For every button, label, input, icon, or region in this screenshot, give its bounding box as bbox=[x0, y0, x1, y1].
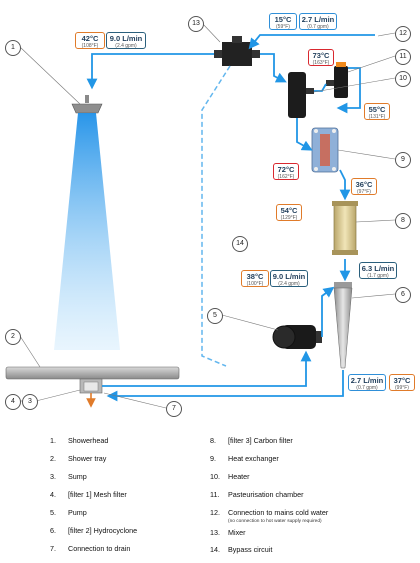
legend-item-13: 13.Mixer bbox=[210, 528, 246, 537]
callout-6: 6 bbox=[395, 287, 411, 303]
hx-cold-temp-badge: 54°C (129°F) bbox=[276, 204, 302, 221]
drain-flow-badge: 2.7 L/min (0.7 gpm) bbox=[348, 374, 386, 391]
callout-13: 13 bbox=[188, 16, 204, 32]
showerhead-flow-badge: 9.0 L/min (2.4 gpm) bbox=[106, 32, 146, 49]
mains-temp-f: (59°F) bbox=[276, 23, 290, 30]
pump-temp-value: 38°C bbox=[246, 272, 264, 281]
callout-3: 3 bbox=[22, 394, 38, 410]
drain-temp-badge: 37°C (99°F) bbox=[389, 374, 415, 391]
carbon-flow-value: 6.3 L/min bbox=[361, 264, 395, 273]
legend-item-3: 3.Sump bbox=[50, 472, 87, 481]
showerhead-flow-value: 9.0 L/min bbox=[109, 34, 143, 43]
legend-item-14: 14.Bypass circuit bbox=[210, 545, 273, 554]
legend-item-1: 1.Showerhead bbox=[50, 436, 109, 445]
pump-temp-badge: 38°C (100°F) bbox=[241, 270, 269, 287]
callout-5: 5 bbox=[207, 308, 223, 324]
hx-cold-temp-value: 54°C bbox=[280, 206, 298, 215]
water-spray bbox=[54, 113, 120, 350]
callout-8: 8 bbox=[395, 213, 411, 229]
pump-flow-value: 9.0 L/min bbox=[272, 272, 306, 281]
mains-temp-value: 15°C bbox=[274, 15, 292, 24]
showerhead-temp-badge: 42°C (108°F) bbox=[75, 32, 105, 49]
legend-item-8: 8.[filter 3] Carbon filter bbox=[210, 436, 293, 445]
legend-item-9: 9.Heat exchanger bbox=[210, 454, 279, 463]
carbon-filter bbox=[332, 201, 358, 255]
showerhead bbox=[71, 95, 103, 114]
mains-flow-badge: 2.7 L/min (0.7 gpm) bbox=[299, 13, 337, 30]
carbon-temp-value: 36°C bbox=[355, 180, 373, 189]
mains-flow-value: 2.7 L/min bbox=[301, 15, 335, 24]
drain-flow-value: 2.7 L/min bbox=[350, 376, 384, 385]
legend-item-7: 7.Connection to drain bbox=[50, 544, 131, 553]
hx-in-temp-value: 72°C bbox=[277, 165, 295, 174]
hx-out-temp-f: (131°F) bbox=[368, 113, 386, 120]
hx-out-temp-value: 55°C bbox=[368, 105, 386, 114]
pump-flow-gpm: (2.4 gpm) bbox=[278, 280, 300, 287]
drain-temp-value: 37°C bbox=[393, 376, 411, 385]
bypass-circuit-line bbox=[201, 65, 231, 367]
hx-out-temp-badge: 55°C (131°F) bbox=[364, 103, 390, 120]
pasteur-temp-f: (163°F) bbox=[312, 59, 330, 66]
hydrocyclone bbox=[333, 282, 353, 369]
pump-flow-badge: 9.0 L/min (2.4 gpm) bbox=[270, 270, 308, 287]
legend-note: (no connection to hot water supply requi… bbox=[228, 519, 322, 524]
drain-temp-f: (99°F) bbox=[395, 384, 409, 391]
callout-4: 4 bbox=[5, 394, 21, 410]
showerhead-flow-gpm: (2.4 gpm) bbox=[115, 42, 137, 49]
legend-item-6: 6.[filter 2] Hydrocyclone bbox=[50, 526, 138, 535]
callout-leaders bbox=[19, 22, 396, 409]
heater bbox=[288, 72, 314, 118]
carbon-flow-gpm: (1.7 gpm) bbox=[367, 272, 389, 279]
callout-14: 14 bbox=[232, 236, 248, 252]
mixer bbox=[214, 36, 260, 66]
drain-flow-gpm: (0.7 gpm) bbox=[356, 384, 378, 391]
carbon-flow-badge: 6.3 L/min (1.7 gpm) bbox=[359, 262, 397, 279]
legend-item-4: 4.[filter 1] Mesh filter bbox=[50, 490, 127, 499]
callout-2: 2 bbox=[5, 329, 21, 345]
pump bbox=[272, 325, 322, 349]
hx-in-temp-badge: 72°C (162°F) bbox=[273, 163, 299, 180]
pump-temp-f: (100°F) bbox=[246, 280, 264, 287]
legend-item-11: 11.Pasteurisation chamber bbox=[210, 490, 304, 499]
pasteur-temp-badge: 73°C (163°F) bbox=[308, 49, 334, 66]
pasteur-temp-value: 73°C bbox=[312, 51, 330, 60]
callout-1: 1 bbox=[5, 40, 21, 56]
legend-item-12: 12.Connection to mains cold water bbox=[210, 508, 329, 517]
legend-item-5: 5.Pump bbox=[50, 508, 87, 517]
hx-in-temp-f: (162°F) bbox=[277, 173, 295, 180]
legend-item-2: 2.Shower tray bbox=[50, 454, 107, 463]
showerhead-temp-f: (108°F) bbox=[81, 42, 99, 49]
mains-temp-badge: 15°C (59°F) bbox=[269, 13, 297, 30]
pasteurisation-chamber bbox=[326, 62, 348, 98]
callout-12: 12 bbox=[395, 26, 411, 42]
callout-11: 11 bbox=[395, 49, 411, 65]
showerhead-temp-value: 42°C bbox=[81, 34, 99, 43]
flow-pipes bbox=[86, 34, 375, 402]
callout-9: 9 bbox=[395, 152, 411, 168]
mains-flow-gpm: (0.7 gpm) bbox=[307, 23, 329, 30]
callout-7: 7 bbox=[166, 401, 182, 417]
callout-10: 10 bbox=[395, 71, 411, 87]
carbon-temp-badge: 36°C (97°F) bbox=[351, 178, 377, 195]
carbon-temp-f: (97°F) bbox=[357, 188, 371, 195]
legend-item-10: 10.Heater bbox=[210, 472, 250, 481]
hx-cold-temp-f: (129°F) bbox=[280, 214, 298, 221]
